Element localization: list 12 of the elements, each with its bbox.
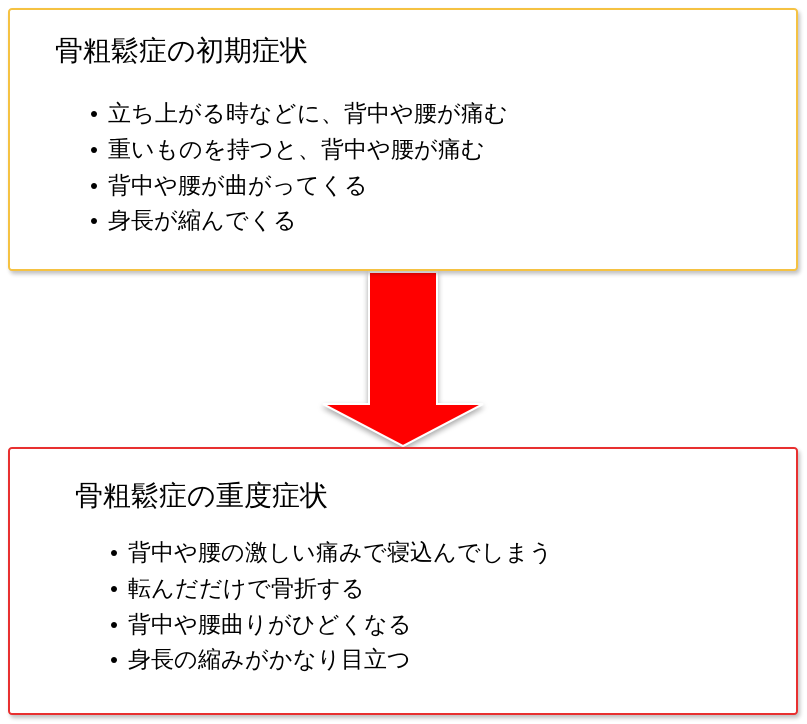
bullet-item: 背中や腰の激しい痛みで寝込んでしまう [128, 539, 553, 568]
symptom-box [8, 8, 798, 271]
symptom-box [8, 447, 798, 715]
box-heading: 骨粗鬆症の重度症状 [75, 478, 328, 514]
bullet-item: 身長の縮みがかなり目立つ [128, 646, 411, 675]
bullet-item: 立ち上がる時などに、背中や腰が痛む [108, 100, 508, 129]
bullet-item: 背中や腰が曲がってくる [108, 172, 368, 201]
box-heading: 骨粗鬆症の初期症状 [55, 33, 308, 69]
bullet-item: 重いものを持つと、背中や腰が痛む [108, 136, 485, 165]
bullet-item: 身長が縮んでくる [108, 207, 297, 236]
bullet-item: 背中や腰曲りがひどくなる [128, 611, 412, 640]
bullet-item: 転んだだけで骨折する [128, 575, 365, 604]
